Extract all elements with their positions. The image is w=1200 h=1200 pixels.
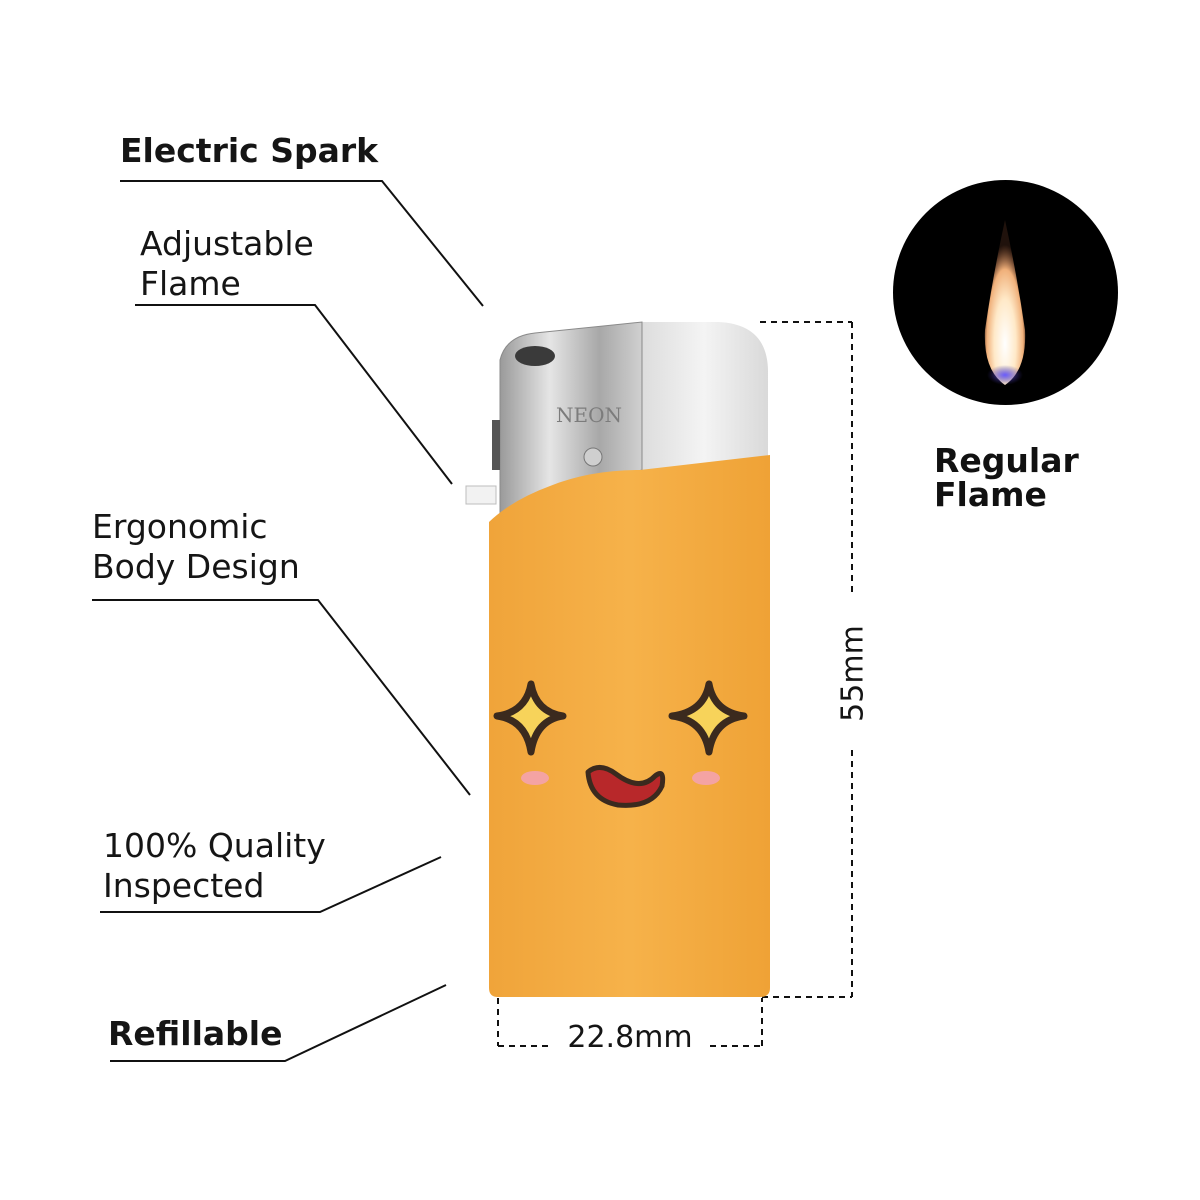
- leader-refillable: [110, 984, 447, 1062]
- brand-mark: NEON: [556, 403, 622, 427]
- right-blush: [692, 771, 720, 785]
- leader-electric-spark: [120, 180, 484, 307]
- leader-ergonomic-body: [92, 599, 471, 796]
- lighter-body: [489, 455, 770, 997]
- flame-image: [893, 180, 1118, 405]
- leader-adjustable-flame: [135, 304, 453, 485]
- rivet: [583, 447, 603, 467]
- left-star-eye: [493, 680, 567, 756]
- label-adjustable-flame: Adjustable Flame: [140, 224, 314, 303]
- flame-caption: Regular Flame: [934, 441, 1079, 514]
- flame-icon: [984, 220, 1026, 385]
- height-dimension-lines: [760, 321, 853, 998]
- width-dimension-lines: [497, 998, 763, 1047]
- side-tab: [465, 485, 497, 505]
- height-dimension-label: 55mm: [835, 625, 871, 722]
- label-ergonomic-body: Ergonomic Body Design: [92, 507, 300, 586]
- label-quality-inspected: 100% Quality Inspected: [103, 826, 326, 905]
- label-refillable: Refillable: [108, 1014, 283, 1053]
- mouth: [585, 765, 666, 808]
- right-star-eye: [668, 680, 748, 756]
- nozzle-hole: [515, 346, 555, 366]
- white-cap: [640, 322, 768, 470]
- left-blush: [521, 771, 549, 785]
- leader-quality-inspected: [100, 856, 442, 913]
- width-dimension-label: 22.8mm: [567, 1020, 693, 1055]
- label-electric-spark: Electric Spark: [120, 131, 379, 170]
- side-slot: [492, 420, 500, 470]
